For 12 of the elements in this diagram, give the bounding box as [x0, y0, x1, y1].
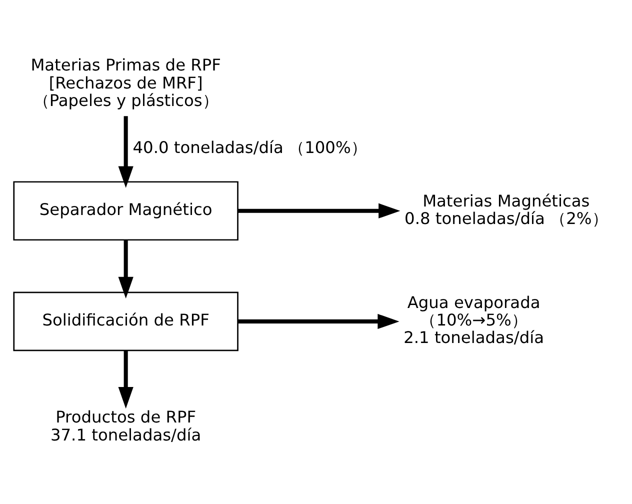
node-text: Productos de RPF 37.1 toneladas/día: [50, 408, 202, 444]
arrow: [238, 203, 400, 218]
node-box: Solidificación de RPF: [13, 292, 238, 352]
node-text: Agua evaporada （10%→5%） 2.1 toneladas/día: [404, 293, 544, 348]
node-box: Separador Magnético: [13, 181, 238, 241]
edge-label: 40.0 toneladas/día （100%）: [132, 138, 367, 158]
arrow: [118, 240, 134, 299]
arrow: [238, 314, 400, 330]
arrow: [118, 350, 134, 409]
node-text: Materias Magnéticas 0.8 toneladas/día （2%）: [404, 191, 608, 228]
arrow: [118, 116, 134, 188]
node-text: Materias Primas de RPF [Rechazos de MRF] （Papeles y plásticos）: [30, 56, 221, 110]
